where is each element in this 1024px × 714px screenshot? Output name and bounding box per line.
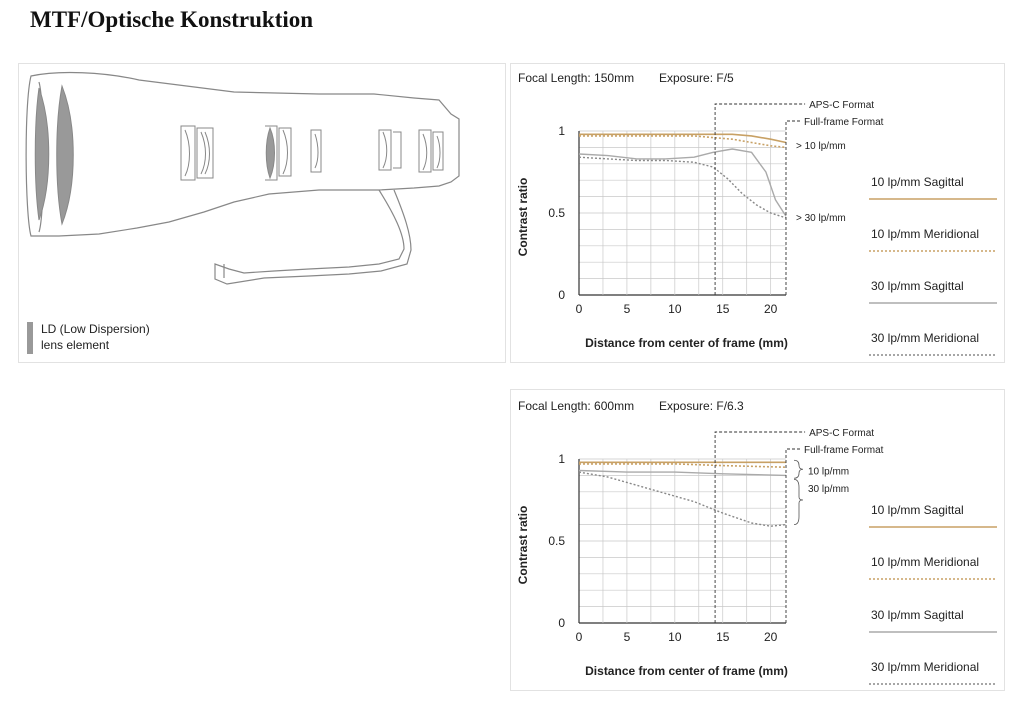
- fullframe-boundary-line: [785, 448, 800, 623]
- exposure-label: Exposure: F/6.3: [659, 399, 744, 413]
- apsc-boundary-line: [714, 103, 806, 295]
- annotation-30lpmm: > 30 lp/mm: [796, 213, 846, 224]
- annotation-30lpmm: 30 lp/mm: [808, 484, 849, 495]
- y-tick-label: 1: [558, 452, 565, 466]
- lens-element-groups: [180, 125, 444, 181]
- ld-legend-line2: lens element: [41, 338, 110, 352]
- legend-label-4: 30 lp/mm Meridional: [871, 331, 979, 345]
- apsc-format-label: APS-C Format: [809, 428, 874, 439]
- series-line-2: [579, 463, 787, 468]
- y-tick-label: 1: [558, 124, 565, 138]
- focal-length-label: Focal Length: 150mm: [518, 71, 634, 85]
- fullframe-format-label: Full-frame Format: [804, 117, 884, 128]
- legend-label-2: 10 lp/mm Meridional: [871, 555, 979, 569]
- y-tick-label: 0: [558, 616, 565, 630]
- series-line-3: [578, 148, 787, 217]
- legend-label-3: 30 lp/mm Sagittal: [871, 608, 964, 622]
- x-tick-label: 10: [668, 302, 682, 316]
- fullframe-boundary-line: [785, 120, 800, 295]
- apsc-boundary-line: [714, 431, 806, 623]
- focal-length-label: Focal Length: 600mm: [518, 399, 634, 413]
- brace-10lpmm: [793, 459, 804, 479]
- series-line-4: [578, 156, 787, 219]
- y-axis-title: Contrast ratio: [516, 506, 530, 585]
- x-tick-label: 20: [764, 302, 778, 316]
- series-line-2: [579, 135, 787, 149]
- x-axis-title: Distance from center of frame (mm): [585, 664, 788, 678]
- x-tick-label: 0: [576, 302, 583, 316]
- lens-construction-diagram: LD (Low Dispersion) lens element: [25, 71, 460, 354]
- lens-barrel-outline: [25, 71, 460, 285]
- legend-label-4: 30 lp/mm Meridional: [871, 660, 979, 674]
- legend-label-2: 10 lp/mm Meridional: [871, 227, 979, 241]
- ld-element-2: [56, 84, 74, 226]
- y-tick-label: 0: [558, 288, 565, 302]
- exposure-label: Exposure: F/5: [659, 71, 734, 85]
- ld-legend-line1: LD (Low Dispersion): [41, 322, 150, 336]
- y-tick-label: 0.5: [548, 206, 565, 220]
- apsc-format-label: APS-C Format: [809, 100, 874, 111]
- x-axis-title: Distance from center of frame (mm): [585, 336, 788, 350]
- x-tick-label: 5: [624, 302, 631, 316]
- y-axis-title: Contrast ratio: [516, 178, 530, 257]
- x-tick-label: 10: [668, 630, 682, 644]
- page-title: MTF/Optische Konstruktion: [30, 7, 314, 32]
- legend-label-1: 10 lp/mm Sagittal: [871, 175, 964, 189]
- legend-label-3: 30 lp/mm Sagittal: [871, 279, 964, 293]
- ld-element-1: [34, 87, 50, 221]
- legend-label-1: 10 lp/mm Sagittal: [871, 503, 964, 517]
- fullframe-format-label: Full-frame Format: [804, 445, 884, 456]
- x-tick-label: 20: [764, 630, 778, 644]
- y-tick-label: 0.5: [548, 534, 565, 548]
- x-tick-label: 5: [624, 630, 631, 644]
- lens-construction-panel: LD (Low Dispersion) lens element: [18, 63, 506, 363]
- series-line-1: [579, 133, 787, 144]
- x-tick-label: 0: [576, 630, 583, 644]
- ld-element-3: [265, 126, 275, 180]
- brace-30lpmm: [793, 479, 804, 525]
- series-line-3: [578, 469, 787, 477]
- series-line-4: [578, 471, 787, 527]
- x-tick-label: 15: [716, 302, 730, 316]
- ld-legend-swatch: [27, 322, 33, 354]
- annotation-10lpmm: > 10 lp/mm: [796, 141, 846, 152]
- ld-elements: [34, 84, 275, 226]
- annotation-10lpmm: 10 lp/mm: [808, 466, 849, 477]
- x-tick-label: 15: [716, 630, 730, 644]
